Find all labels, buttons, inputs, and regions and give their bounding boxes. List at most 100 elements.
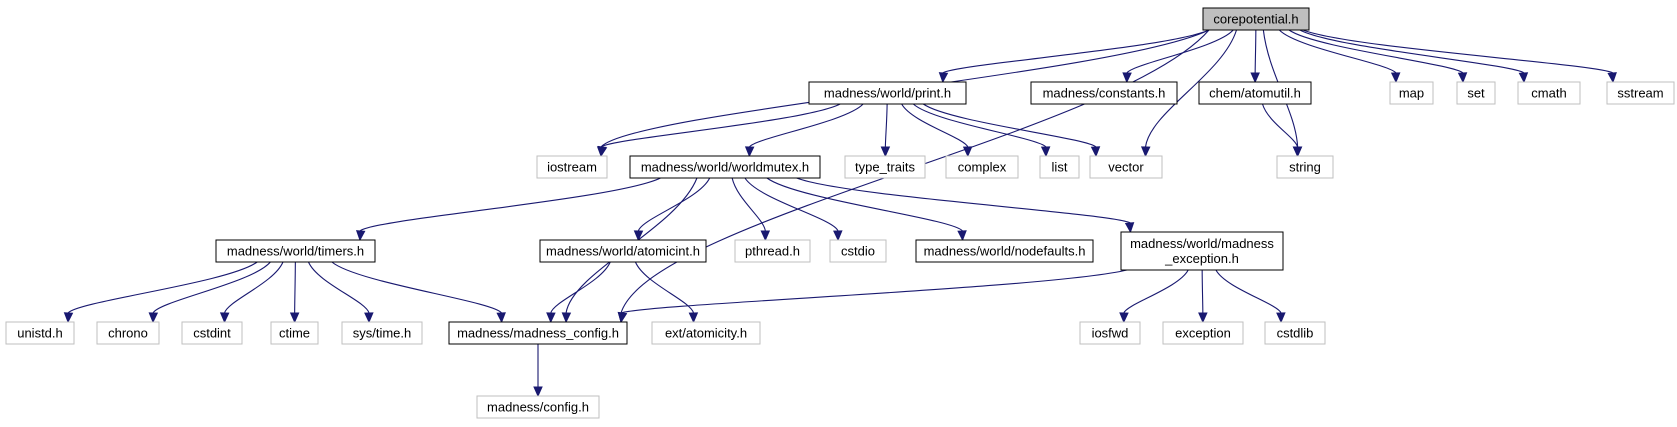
arrowhead bbox=[957, 230, 967, 242]
arrowhead bbox=[962, 146, 973, 158]
node-ctime: ctime bbox=[270, 321, 319, 345]
edge-line bbox=[550, 261, 611, 314]
node-box bbox=[215, 239, 376, 263]
edge-layer bbox=[63, 29, 1617, 398]
arrowhead bbox=[533, 386, 543, 398]
node-box bbox=[181, 321, 243, 345]
node-unistd: unistd.h bbox=[5, 321, 75, 345]
node-label: madness/madness_config.h bbox=[457, 326, 619, 341]
arrowhead bbox=[148, 312, 159, 324]
node-box bbox=[651, 321, 761, 345]
arrowhead bbox=[1518, 72, 1529, 84]
node-label: cmath bbox=[1531, 86, 1566, 101]
arrowhead bbox=[688, 312, 699, 324]
node-systime: sys/time.h bbox=[341, 321, 423, 345]
edge-line bbox=[748, 103, 864, 148]
node-box bbox=[539, 239, 707, 263]
edge-worldmutex-to-atomicint bbox=[633, 177, 711, 242]
arrowhead bbox=[617, 311, 628, 324]
edge-timers-to-chrono bbox=[148, 261, 271, 324]
arrowhead bbox=[833, 230, 843, 242]
edge-madness-exception-to-madness-config bbox=[617, 269, 1128, 324]
node-list: list bbox=[1039, 155, 1080, 179]
node-atomutil[interactable]: chem/atomutil.h bbox=[1198, 81, 1312, 105]
node-box bbox=[629, 155, 821, 179]
node-label: unistd.h bbox=[17, 326, 63, 341]
node-box bbox=[1162, 321, 1244, 345]
node-cmath: cmath bbox=[1517, 81, 1581, 105]
node-iostream: iostream bbox=[536, 155, 608, 179]
arrowhead bbox=[633, 230, 644, 242]
node-label: iosfwd bbox=[1092, 326, 1129, 341]
node-pthread: pthread.h bbox=[734, 239, 811, 263]
arrowhead bbox=[938, 72, 949, 84]
arrowhead bbox=[1250, 72, 1260, 84]
arrowhead bbox=[496, 312, 506, 324]
edge-line bbox=[634, 261, 695, 314]
node-label: ext/atomicity.h bbox=[665, 326, 747, 341]
edge-atomicint-to-atomicity bbox=[634, 261, 699, 324]
edge-line bbox=[884, 103, 888, 148]
edge-corepotential-to-sstream bbox=[1302, 29, 1617, 84]
node-worldmutex[interactable]: madness/world/worldmutex.h bbox=[629, 155, 821, 179]
node-constants[interactable]: madness/constants.h bbox=[1030, 81, 1178, 105]
node-layer: corepotential.h madness/world/print.h madn… bbox=[5, 7, 1675, 419]
node-print[interactable]: madness/world/print.h bbox=[808, 81, 967, 105]
edge-timers-to-systime bbox=[307, 261, 374, 324]
edge-worldmutex-to-madness-exception bbox=[796, 177, 1135, 234]
node-nodefaults[interactable]: madness/world/nodefaults.h bbox=[915, 239, 1094, 263]
edge-line bbox=[901, 103, 969, 148]
node-box bbox=[1276, 155, 1334, 179]
arrowhead bbox=[1607, 72, 1617, 84]
edge-line bbox=[766, 177, 964, 232]
edge-print-to-complex bbox=[901, 103, 973, 158]
node-box bbox=[536, 155, 608, 179]
node-atomicint[interactable]: madness/world/atomicint.h bbox=[539, 239, 707, 263]
arrowhead bbox=[1198, 312, 1208, 324]
node-cstdlib: cstdlib bbox=[1264, 321, 1326, 345]
edge-timers-to-cstdint bbox=[219, 261, 284, 324]
node-label: sstream bbox=[1617, 86, 1663, 101]
arrowhead bbox=[289, 312, 300, 324]
node-label: cstdint bbox=[193, 326, 231, 341]
node-label: madness/config.h bbox=[487, 400, 589, 415]
node-madness-config[interactable]: madness/madness_config.h bbox=[448, 321, 628, 345]
node-timers[interactable]: madness/world/timers.h bbox=[215, 239, 376, 263]
arrowhead bbox=[1122, 72, 1132, 84]
edge-madness-exception-to-cstdlib bbox=[1215, 269, 1286, 324]
arrowhead bbox=[1090, 146, 1101, 158]
edge-print-to-vector bbox=[922, 103, 1101, 158]
edge-worldmutex-to-timers bbox=[355, 177, 661, 242]
node-corepotential[interactable]: corepotential.h bbox=[1202, 7, 1310, 31]
node-vector: vector bbox=[1089, 155, 1163, 179]
edge-madness-exception-to-iosfwd bbox=[1119, 269, 1189, 324]
node-label: set bbox=[1467, 86, 1485, 101]
node-box bbox=[1089, 155, 1163, 179]
node-label: madness/world/timers.h bbox=[227, 244, 364, 259]
edge-corepotential-to-print bbox=[938, 29, 1210, 84]
node-label: cstdio bbox=[841, 244, 875, 259]
edge-corepotential-to-cmath bbox=[1299, 29, 1529, 84]
edge-line bbox=[637, 177, 711, 232]
edge-timers-to-unistd bbox=[63, 261, 258, 324]
edge-line bbox=[67, 261, 258, 314]
node-config: madness/config.h bbox=[476, 395, 600, 419]
node-cstdio: cstdio bbox=[829, 239, 887, 263]
edge-atomutil-to-string bbox=[1261, 103, 1303, 158]
node-label: vector bbox=[1108, 160, 1144, 175]
node-label: madness/world/madness bbox=[1130, 236, 1274, 251]
edge-line bbox=[1126, 29, 1234, 74]
node-box bbox=[1202, 7, 1310, 31]
node-atomicity: ext/atomicity.h bbox=[651, 321, 761, 345]
node-madness-exception[interactable]: madness/world/madness_exception.h bbox=[1120, 231, 1284, 271]
node-label: _exception.h bbox=[1164, 251, 1239, 266]
edge-line bbox=[359, 177, 661, 232]
edge-corepotential-to-vector bbox=[1140, 29, 1238, 158]
node-box bbox=[915, 239, 1094, 263]
node-label: madness/constants.h bbox=[1043, 86, 1166, 101]
arrowhead bbox=[1124, 222, 1135, 234]
edge-line bbox=[620, 269, 1128, 314]
edge-line bbox=[1123, 269, 1189, 314]
node-box bbox=[1039, 155, 1080, 179]
